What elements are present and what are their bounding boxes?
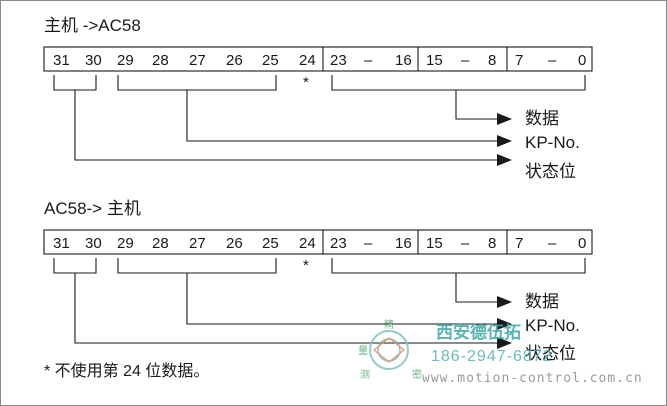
bit-label: 29 [117,52,134,69]
bit-label: 28 [152,52,169,69]
bit-label: 0 [578,235,586,252]
bit-label: 27 [189,52,206,69]
register-box [43,229,593,255]
bit-label: 26 [226,52,243,69]
watermark-company: 西安德伍拓 [436,322,521,342]
logo-diamond [372,337,406,363]
bit-label: 24 [299,235,316,252]
bit-label: 16 [395,235,412,252]
bracket-status-bits [53,75,97,91]
connector-status [74,273,498,344]
label-data: 数据 [525,292,559,311]
bit-dash: – [364,235,373,252]
watermark-url: www.motion-control.com.cn [422,371,643,386]
connector-kp [186,90,498,142]
bit-label: 15 [426,235,443,252]
bit-label: 24 [299,52,316,69]
seal-char: 精 [384,318,394,331]
label-status-bits: 状态位 [525,162,576,181]
bit-label: 23 [330,235,347,252]
bracket-kp-bits [117,75,277,91]
bracket-status-bits [53,258,97,274]
bit-label: 15 [426,52,443,69]
bit-label: 27 [189,235,206,252]
bit-label: 0 [578,52,586,69]
label-kp-no: KP-No. [525,133,580,152]
bit-label: 26 [226,235,243,252]
logo-ring [369,330,409,370]
unused-bit-marker: * [303,74,309,91]
diagram-title: 主机 ->AC58 [44,16,141,35]
diagram-title: AC58-> 主机 [44,199,141,218]
bit-dash: – [364,52,373,69]
register-outline [43,46,593,72]
watermark-phone: 186-2947-6872 [431,348,553,365]
bit-label: 25 [262,52,279,69]
register-box [43,46,593,72]
connector-data [455,273,498,303]
seal-char: 密 [412,368,422,381]
bit-label: 8 [488,52,496,69]
logo-inner-ring [377,338,401,362]
arrow-head [497,296,512,308]
bit-dash: – [548,52,557,69]
bit-label: 23 [330,52,347,69]
register-outline [43,229,593,255]
bracket-data-bits [331,75,586,91]
bit-label: 30 [85,235,102,252]
bit-label: 31 [53,235,70,252]
arrow-head [497,318,512,330]
label-kp-no: KP-No. [525,316,580,335]
label-data: 数据 [525,109,559,128]
bit-labels: 31 30 29 28 27 26 25 24 23 – 16 15 – 8 7… [53,52,586,69]
bit-label: 7 [515,235,523,252]
bit-label: 7 [515,52,523,69]
watermark-logo: 精 密 测 量 [358,318,422,381]
bit-dash: – [548,235,557,252]
connector-data [455,90,498,120]
unused-bit-marker: * [303,257,309,274]
watermark: 精 密 测 量 西安德伍拓 186-2947-6872 www.motion-c… [358,318,643,386]
connector-status [74,90,498,161]
label-status-bits: 状态位 [525,344,576,363]
bit-dash: – [461,52,470,69]
seal-char: 测 [360,368,370,381]
bit-dash: – [461,235,470,252]
diagram-ac58-to-host: AC58-> 主机 31 30 29 28 27 26 25 24 23 – 1… [43,199,593,363]
bit-label: 16 [395,52,412,69]
bit-label: 31 [53,52,70,69]
bit-label: 28 [152,235,169,252]
arrow-head [497,135,512,147]
bit-label: 30 [85,52,102,69]
bit-label: 29 [117,235,134,252]
seal-char: 量 [358,345,368,357]
footnote: * 不使用第 24 位数据。 [44,362,209,380]
bit-labels: 31 30 29 28 27 26 25 24 23 – 16 15 – 8 7… [53,235,586,252]
diagram-host-to-ac58: 主机 ->AC58 31 30 29 28 27 26 25 24 23 – 1… [43,16,593,181]
bracket-data-bits [331,258,586,274]
arrow-head [497,113,512,125]
arrow-head [497,154,512,166]
connector-kp [186,273,498,325]
bracket-kp-bits [117,258,277,274]
arrow-head [497,337,512,349]
bit-label: 8 [488,235,496,252]
bit-label: 25 [262,235,279,252]
